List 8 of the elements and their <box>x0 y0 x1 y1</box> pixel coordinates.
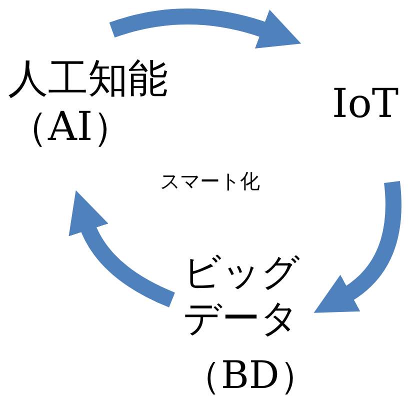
node-label: ビッグデータ <box>183 250 301 342</box>
curved-arrow <box>110 8 302 49</box>
node-label: 人工知能（AI） <box>8 55 169 151</box>
curved-arrow <box>314 181 402 314</box>
curved-arrow <box>69 190 176 308</box>
node-label: IoT <box>332 80 400 128</box>
node-label: （BD） <box>183 353 315 399</box>
center-label: スマート化 <box>160 168 260 195</box>
